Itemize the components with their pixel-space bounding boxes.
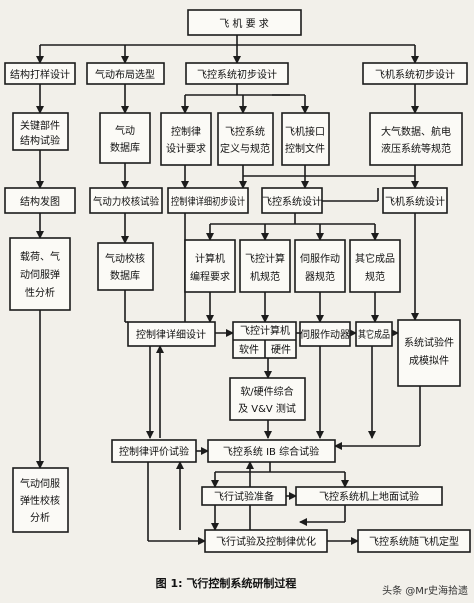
node-control-law-evaluation-test: 控制律评价试验 <box>111 439 197 463</box>
svg-text:控制律评价试验: 控制律评价试验 <box>119 445 189 458</box>
figure-caption: 图 1: 飞行控制系统研制过程 <box>156 576 297 590</box>
svg-text:大气数据、航电: 大气数据、航电 <box>381 125 451 138</box>
node-system-test-articles: 系统试验件 成模拟件 <box>397 319 461 387</box>
svg-text:气动布局选型: 气动布局选型 <box>95 68 155 81</box>
svg-text:控制律: 控制律 <box>171 125 201 138</box>
svg-text:飞行试验准备: 飞行试验准备 <box>214 490 274 503</box>
svg-text:定义与规范: 定义与规范 <box>220 142 270 155</box>
svg-text:成模拟件: 成模拟件 <box>409 354 449 367</box>
svg-text:气动伺服: 气动伺服 <box>20 477 60 490</box>
svg-text:飞机接口: 飞机接口 <box>285 125 325 138</box>
svg-text:控制律详细初步设计: 控制律详细初步设计 <box>171 195 245 208</box>
svg-text:器规范: 器规范 <box>305 270 335 283</box>
svg-text:其它成品: 其它成品 <box>355 252 395 265</box>
svg-text:系统试验件: 系统试验件 <box>404 336 454 349</box>
svg-text:结构发图: 结构发图 <box>20 195 60 208</box>
node-aircraft-interface-doc: 飞机接口 控制文件 <box>281 112 330 166</box>
node-fcs-initial-design: 飞控系统初步设计 <box>185 62 289 85</box>
node-onboard-ground-test: 飞控系统机上地面试验 <box>295 486 443 506</box>
node-flight-test-preparation: 飞行试验准备 <box>201 486 287 506</box>
node-aeroservoelastic-check: 气动伺服 弹性校核 分析 <box>12 467 69 533</box>
svg-text:计算机: 计算机 <box>195 252 225 265</box>
node-flight-computer-spec: 飞控计算 机规范 <box>239 239 291 293</box>
svg-text:控制文件: 控制文件 <box>285 142 325 155</box>
svg-text:飞控系统机上地面试验: 飞控系统机上地面试验 <box>319 490 419 503</box>
svg-text:控制律详细设计: 控制律详细设计 <box>136 328 206 341</box>
svg-text:气动校核: 气动校核 <box>105 252 145 265</box>
svg-text:设计要求: 设计要求 <box>166 142 206 155</box>
node-sw-hw-integration-vv: 软/硬件综合 及 V&V 测试 <box>229 377 306 421</box>
node-fcs-design: 飞控系统设计 <box>261 187 323 214</box>
node-aero-database: 气动 数据库 <box>99 112 151 164</box>
node-fcs-definition-spec: 飞控系统 定义与规范 <box>217 112 274 166</box>
node-aero-verification-test: 气动力校核试验 <box>89 187 163 214</box>
svg-text:结构打样设计: 结构打样设计 <box>10 68 70 81</box>
node-computer-programming-req: 计算机 编程要求 <box>184 239 236 293</box>
node-air-data-avionics-spec: 大气数据、航电 液压系统等规范 <box>369 112 463 166</box>
svg-text:飞控系统随飞机定型: 飞控系统随飞机定型 <box>369 535 459 548</box>
node-fcs-ib-integration-test: 飞控系统 IB 综合试验 <box>207 439 336 463</box>
node-aero-verified-database: 气动校核 数据库 <box>97 242 154 291</box>
svg-text:软/硬件综合: 软/硬件综合 <box>240 385 293 398</box>
node-control-law-prelim-design: 控制律详细初步设计 <box>167 187 249 214</box>
svg-text:关键部件: 关键部件 <box>20 119 60 132</box>
svg-text:软件: 软件 <box>239 343 259 356</box>
node-structure-release: 结构发图 <box>4 187 76 214</box>
node-aircraft-system-initial-design: 飞机系统初步设计 <box>362 62 468 85</box>
node-servo-actuator-spec: 伺服作动 器规范 <box>294 239 346 293</box>
svg-text:载荷、气: 载荷、气 <box>20 250 60 263</box>
watermark: 头条 @Mr史海拾遗 <box>382 584 468 597</box>
svg-text:飞控计算: 飞控计算 <box>245 252 285 265</box>
title-text: 飞 机 要 求 <box>219 17 269 30</box>
svg-text:飞行试验及控制律优化: 飞行试验及控制律优化 <box>216 535 316 548</box>
node-load-aeroservoelastic-analysis: 载荷、气 动伺服弹 性分析 <box>9 237 71 311</box>
svg-text:数据库: 数据库 <box>110 269 140 282</box>
svg-text:飞控系统初步设计: 飞控系统初步设计 <box>197 68 277 81</box>
svg-text:飞机系统设计: 飞机系统设计 <box>385 195 445 208</box>
svg-text:气动: 气动 <box>115 124 135 137</box>
svg-text:硬件: 硬件 <box>271 344 291 356</box>
svg-text:飞控系统: 飞控系统 <box>225 125 265 138</box>
node-fcs-certification: 飞控系统随飞机定型 <box>357 529 471 553</box>
svg-text:及 V&V 测试: 及 V&V 测试 <box>238 402 296 415</box>
svg-text:其它成品: 其它成品 <box>358 328 390 341</box>
node-servo-actuator: 伺服作动器 <box>299 321 351 347</box>
svg-text:气动力校核试验: 气动力校核试验 <box>93 195 159 208</box>
node-other-products: 其它成品 <box>355 321 393 347</box>
svg-text:飞机系统初步设计: 飞机系统初步设计 <box>375 68 455 81</box>
node-structure-layout-design: 结构打样设计 <box>4 62 76 85</box>
svg-text:编程要求: 编程要求 <box>190 270 230 283</box>
title-node: 飞 机 要 求 <box>187 9 302 36</box>
node-control-law-detail-design: 控制律详细设计 <box>127 321 216 347</box>
svg-text:液压系统等规范: 液压系统等规范 <box>381 142 451 155</box>
node-aero-layout-selection: 气动布局选型 <box>86 62 165 85</box>
svg-text:伺服作动器: 伺服作动器 <box>300 328 350 341</box>
svg-text:分析: 分析 <box>30 511 50 524</box>
svg-text:弹性校核: 弹性校核 <box>20 494 60 507</box>
svg-text:规范: 规范 <box>365 270 385 283</box>
svg-text:飞控计算机: 飞控计算机 <box>240 324 290 337</box>
connector-lines <box>36 35 421 545</box>
svg-text:飞控系统设计: 飞控系统设计 <box>262 195 322 208</box>
svg-text:伺服作动: 伺服作动 <box>300 252 340 265</box>
node-other-products-spec: 其它成品 规范 <box>349 239 401 293</box>
node-flight-test-optimization: 飞行试验及控制律优化 <box>204 529 328 553</box>
svg-text:动伺服弹: 动伺服弹 <box>20 268 60 281</box>
svg-text:数据库: 数据库 <box>110 141 140 154</box>
node-control-law-requirements: 控制律 设计要求 <box>160 112 212 166</box>
node-key-component-test: 关键部件 结构试验 <box>12 112 69 151</box>
svg-text:飞控系统 IB 综合试验: 飞控系统 IB 综合试验 <box>223 445 319 458</box>
node-aircraft-system-design: 飞机系统设计 <box>382 187 448 214</box>
svg-text:机规范: 机规范 <box>250 270 280 283</box>
node-flight-control-computer: 飞控计算机 软件 硬件 <box>232 321 297 359</box>
svg-text:结构试验: 结构试验 <box>20 134 60 147</box>
svg-text:性分析: 性分析 <box>25 286 55 299</box>
